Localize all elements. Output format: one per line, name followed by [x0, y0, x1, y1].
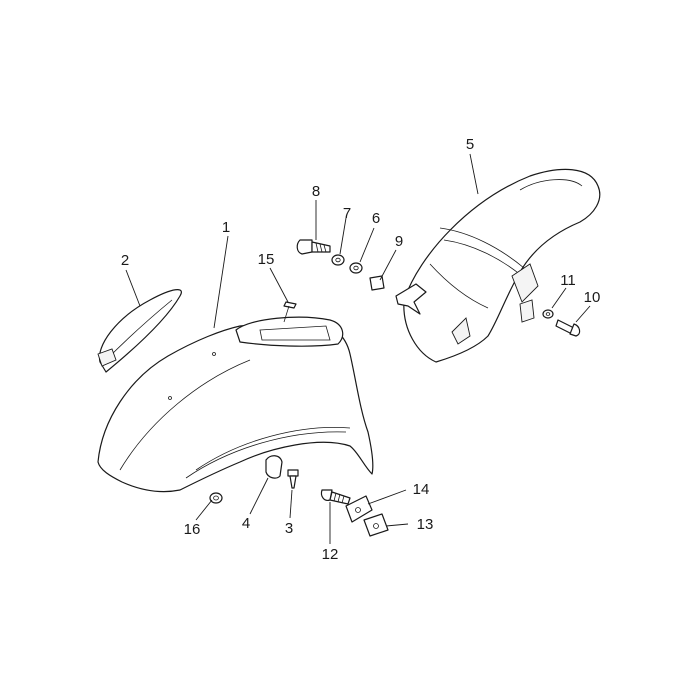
part-10-screw: [555, 319, 581, 337]
callout-16: 16: [184, 521, 201, 538]
callout-4: 4: [242, 515, 250, 532]
leader-6: [359, 227, 375, 263]
leader-7: [339, 217, 347, 255]
part-11-washer: [542, 309, 554, 319]
callout-7: 7: [343, 205, 351, 222]
part-16-grommet: [209, 492, 223, 504]
part-6-washer: [349, 262, 363, 274]
leader-15: [269, 267, 289, 303]
part-13-nut: [363, 513, 389, 537]
part-9-bracket-clip: [395, 283, 427, 315]
leader-13: [385, 523, 409, 527]
part-2-side-trim: [97, 289, 182, 373]
leader-11: [551, 287, 567, 309]
leader-4: [249, 477, 269, 515]
callout-labels: 1 2 3 4 5 6 7 8 9 10 11 12 13 14 15 16: [121, 136, 601, 563]
part-3-screw: [287, 469, 299, 489]
callout-8: 8: [312, 183, 320, 200]
callout-1: 1: [222, 219, 230, 236]
callout-15: 15: [258, 251, 275, 268]
part-5-rear-mudguard: [403, 168, 601, 363]
part-12-screw: [320, 489, 351, 505]
callout-14: 14: [413, 481, 430, 498]
leader-5: [469, 153, 479, 195]
callout-2: 2: [121, 252, 129, 269]
part-8-screw: [296, 239, 331, 255]
callout-5: 5: [466, 136, 474, 153]
leader-9: [379, 249, 397, 281]
leader-lines: [125, 153, 591, 544]
callout-12: 12: [322, 546, 339, 563]
part-9-nut: [369, 275, 385, 291]
leader-2: [125, 269, 141, 307]
leader-3: [289, 489, 293, 519]
part-14-clip: [345, 495, 373, 523]
callout-11: 11: [560, 272, 576, 289]
leader-14: [367, 489, 407, 505]
callout-6: 6: [372, 210, 380, 227]
leader-1: [213, 235, 229, 329]
part-4-cap: [265, 455, 283, 479]
callout-9: 9: [395, 233, 403, 250]
leader-10: [575, 305, 591, 323]
callout-3: 3: [285, 520, 293, 537]
callout-10: 10: [584, 289, 601, 306]
callout-13: 13: [417, 516, 434, 533]
leader-16: [195, 499, 213, 521]
part-1-front-mudguard: [97, 316, 374, 493]
part-15-screw: [283, 301, 297, 323]
part-7-washer: [331, 254, 345, 266]
